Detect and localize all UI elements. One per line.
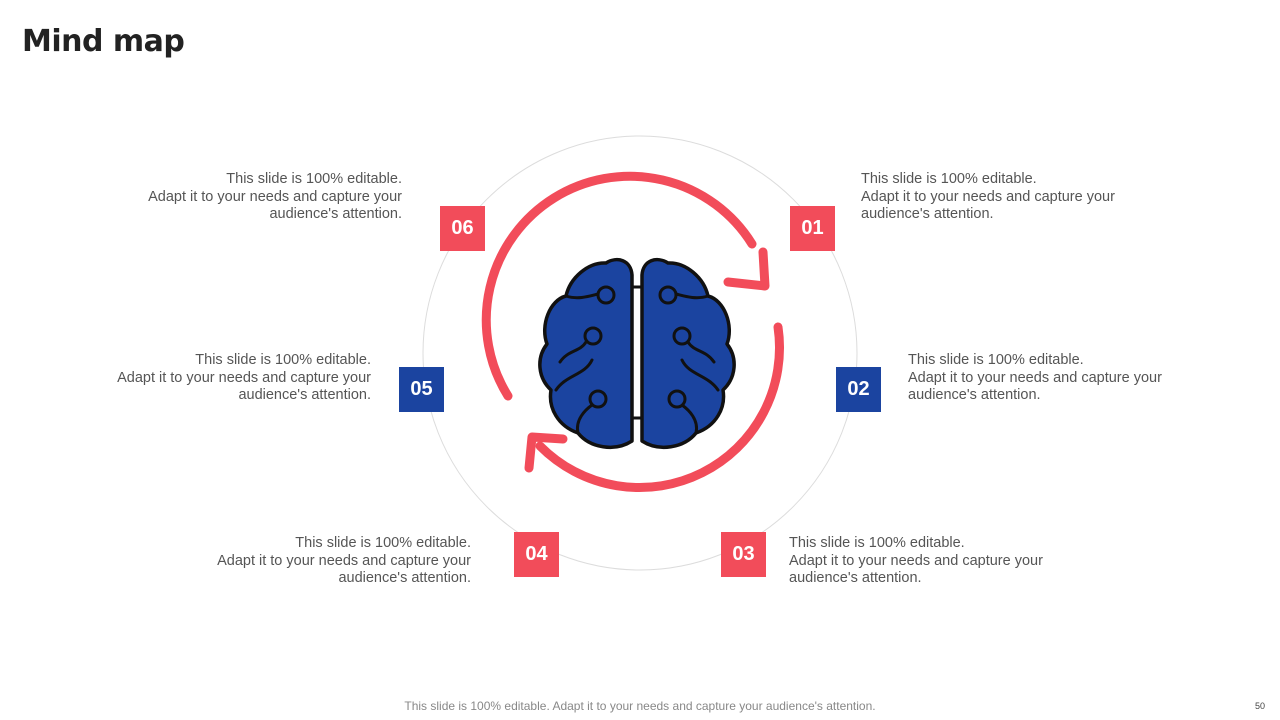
node-badge-06: 06 [440,206,485,251]
node-text-line: audience's attention. [861,206,994,222]
node-text-line: This slide is 100% editable. [861,171,1037,187]
node-text-line: audience's attention. [789,570,922,586]
node-text-line: Adapt it to your needs and capture your [217,552,471,569]
node-text-line: This slide is 100% editable. [226,171,402,187]
node-badge-02: 02 [836,367,881,412]
node-text-line: This slide is 100% editable. [195,352,371,368]
node-text-line: This slide is 100% editable. [789,535,965,551]
node-badge-04: 04 [514,532,559,577]
node-text-06: This slide is 100% editable. Adapt it to… [112,171,402,224]
node-text-01: This slide is 100% editable. Adapt it to… [861,171,1151,224]
node-text-line: Adapt it to your needs and capture your [148,188,402,205]
node-text-line: This slide is 100% editable. [908,352,1084,368]
page-number: 50 [1254,701,1265,711]
node-badge-01: 01 [790,206,835,251]
node-text-04: This slide is 100% editable. Adapt it to… [181,535,471,588]
node-text-03: This slide is 100% editable. Adapt it to… [789,535,1079,588]
slide-title: Mind map [22,24,185,59]
outer-ring [422,135,858,571]
node-text-line: audience's attention. [908,387,1041,403]
node-text-line: Adapt it to your needs and capture your [908,369,1162,386]
node-text-line: audience's attention. [338,570,471,586]
cycle-arrows-icon [481,171,785,492]
node-text-line: Adapt it to your needs and capture your [117,369,371,386]
footer-note: This slide is 100% editable. Adapt it to… [404,699,876,713]
node-badge-03: 03 [721,532,766,577]
node-text-line: audience's attention. [269,206,402,222]
brain-circuit-icon [538,258,736,449]
node-text-line: This slide is 100% editable. [295,535,471,551]
node-text-line: Adapt it to your needs and capture your [861,188,1115,205]
node-text-02: This slide is 100% editable. Adapt it to… [908,352,1198,405]
node-text-05: This slide is 100% editable. Adapt it to… [81,352,371,405]
node-text-line: Adapt it to your needs and capture your [789,552,1043,569]
node-badge-05: 05 [399,367,444,412]
node-text-line: audience's attention. [238,387,371,403]
